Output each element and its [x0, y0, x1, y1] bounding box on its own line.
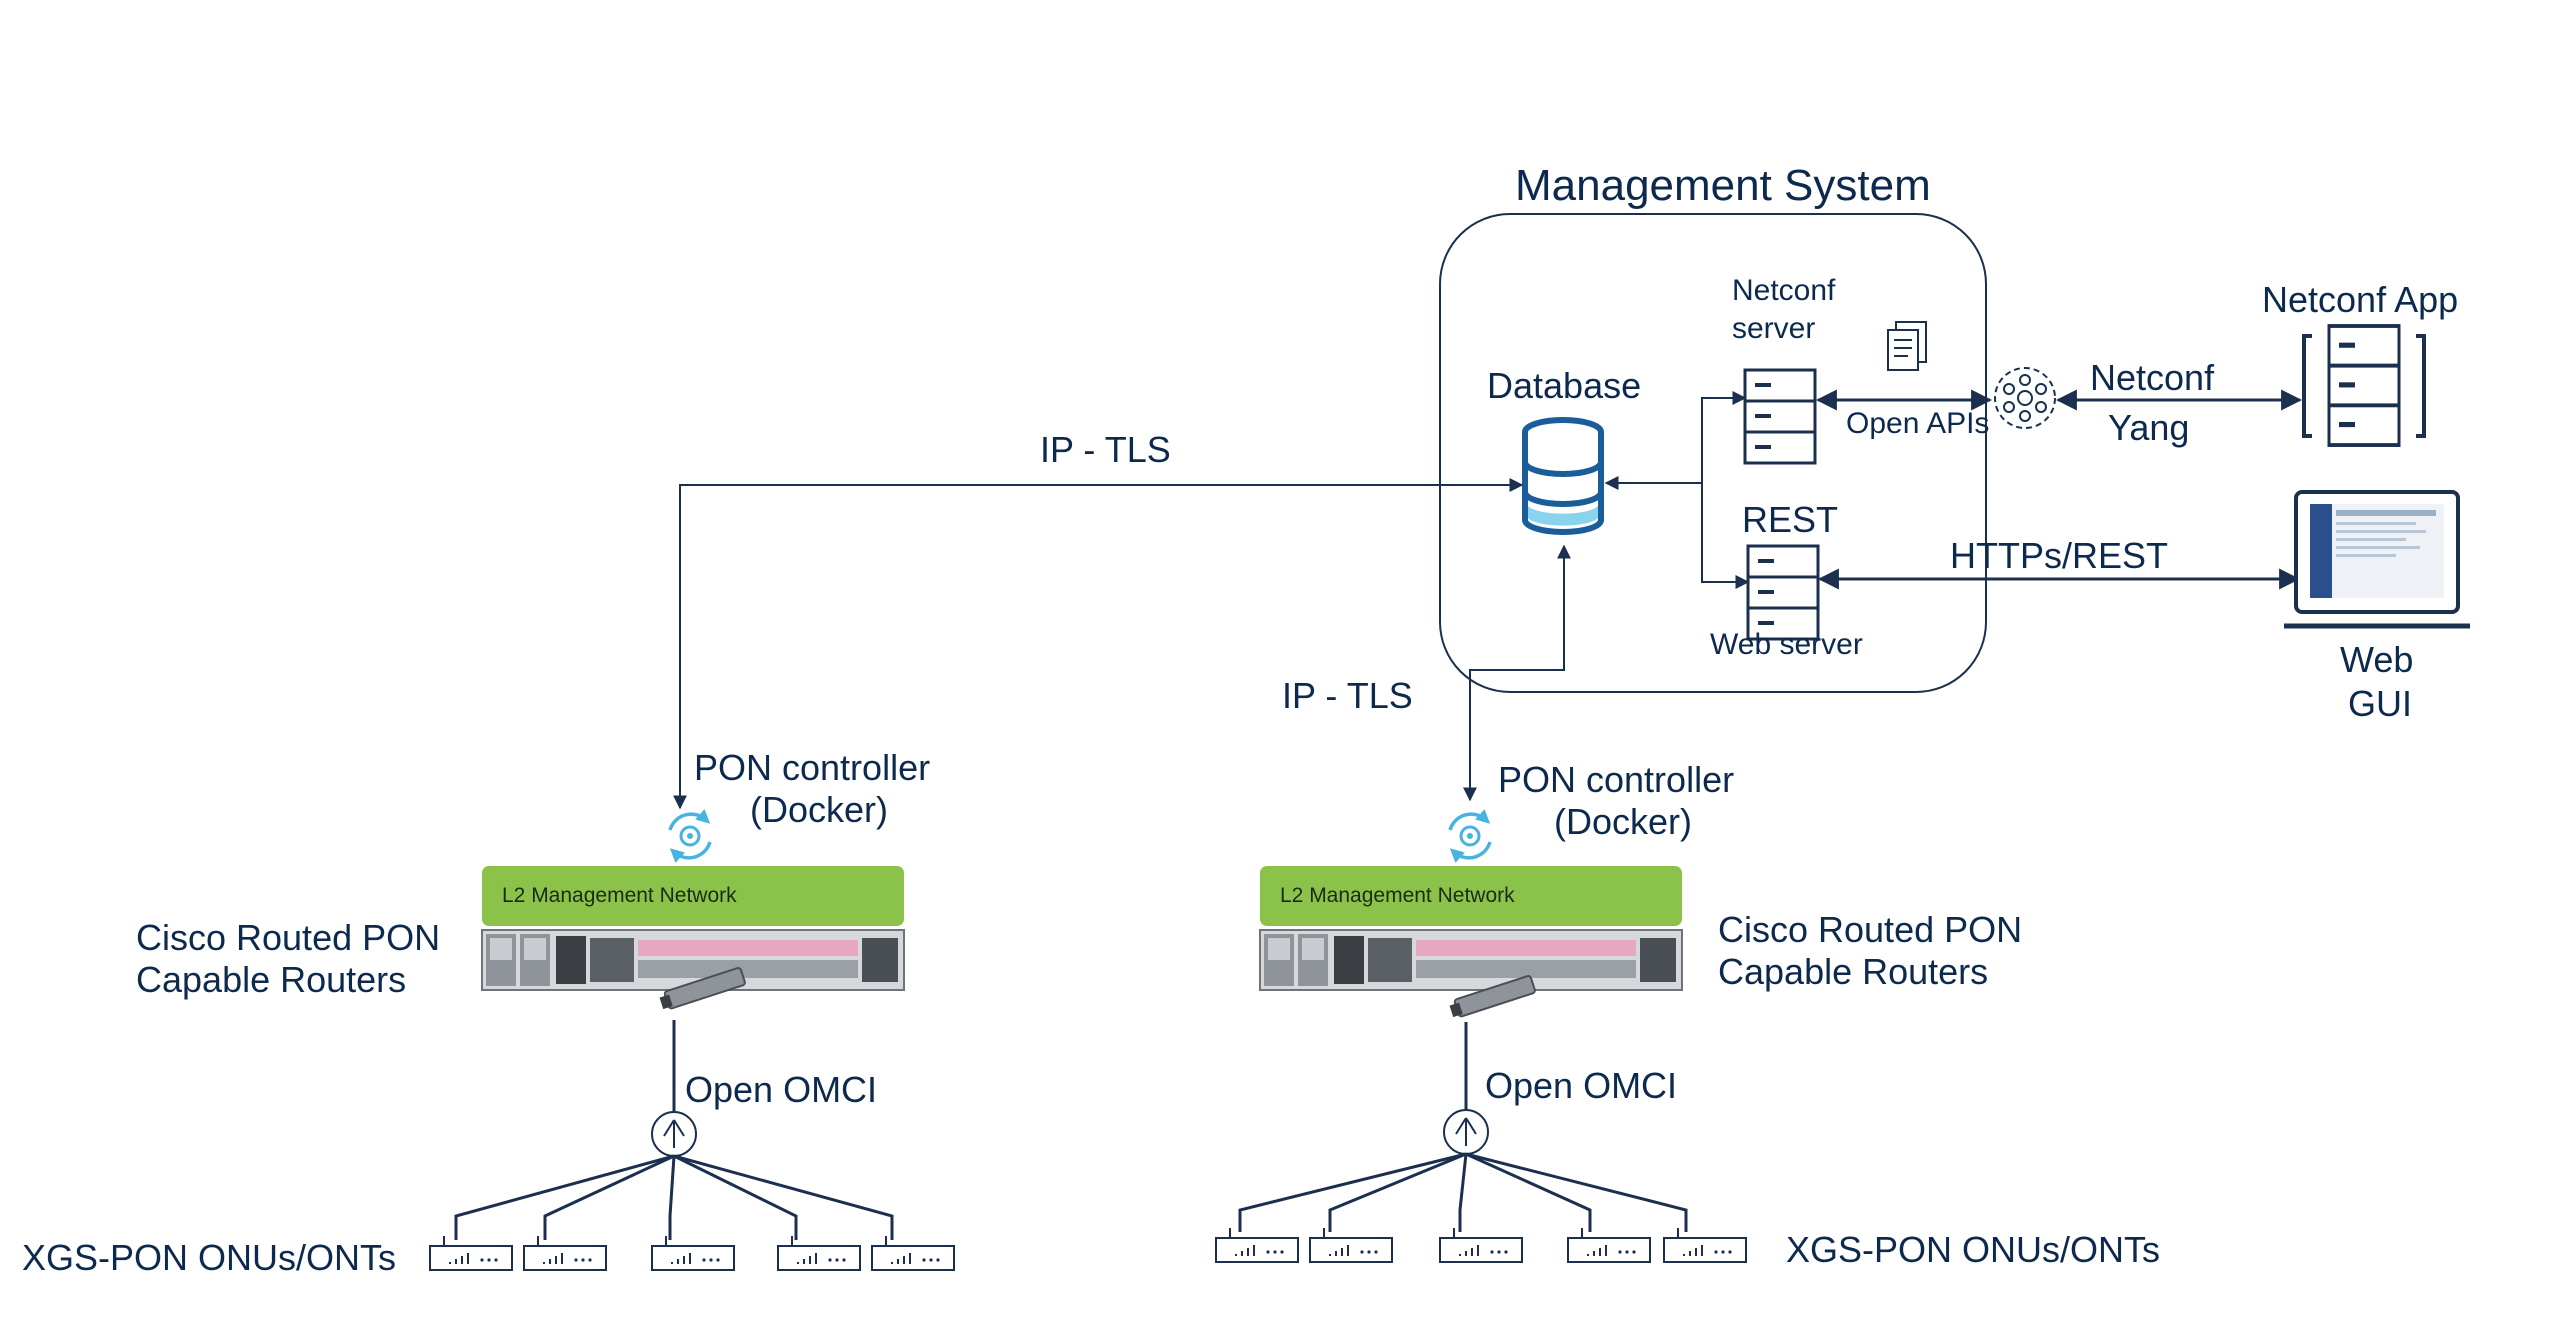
hub-icon	[1994, 367, 2056, 429]
open-apis-label: Open APIs	[1846, 407, 1989, 440]
web-gui-label-1: Web	[2340, 639, 2413, 680]
right-router-label-1: Cisco Routed PON	[1718, 909, 2022, 950]
left-controller-icon	[670, 814, 710, 858]
right-onu-label: XGS-PON ONUs/ONTs	[1786, 1229, 2160, 1270]
netconf-app-title: Netconf App	[2262, 279, 2458, 320]
right-sfp-module-icon	[1449, 975, 1536, 1018]
left-router-chassis	[481, 929, 905, 991]
left-controller-label-2: (Docker)	[750, 789, 888, 830]
right-router-label-2: Capable Routers	[1718, 951, 1988, 992]
right-onu-5	[1663, 1227, 1747, 1263]
right-onu-3	[1439, 1227, 1523, 1263]
document-icon	[1887, 321, 1927, 371]
left-omci-label: Open OMCI	[685, 1069, 877, 1110]
right-controller-label-1: PON controller	[1498, 759, 1734, 800]
right-controller-label-2: (Docker)	[1554, 801, 1692, 842]
right-network-bar	[1260, 866, 1682, 926]
https-rest-label: HTTPs/REST	[1950, 535, 2168, 576]
left-router-label-2: Capable Routers	[136, 959, 406, 1000]
database-icon	[1522, 417, 1604, 535]
db-netconf-link	[1701, 391, 1747, 483]
left-onu-label: XGS-PON ONUs/ONTs	[22, 1237, 396, 1278]
left-network-bar	[482, 866, 904, 926]
web-gui-label-2: GUI	[2348, 683, 2412, 724]
database-label: Database	[1487, 365, 1641, 406]
laptop-icon	[2284, 490, 2470, 629]
netconf-link-label: Netconf	[2090, 357, 2215, 398]
right-fiber-drops	[1238, 1152, 1688, 1232]
left-router-label-1: Cisco Routed PON	[136, 917, 440, 958]
right-router-chassis	[1259, 929, 1683, 991]
left-sfp-module-icon	[659, 967, 746, 1010]
left-ip-tls-link	[673, 478, 1524, 810]
management-system-title: Management System	[1515, 161, 1931, 210]
left-fiber-drops	[454, 1154, 894, 1240]
web-server-label: Web server	[1710, 628, 1863, 661]
right-network-bar-label: L2 Management Network	[1280, 884, 1515, 907]
left-onu-4	[777, 1235, 861, 1271]
netconf-server-icon	[1743, 368, 1817, 465]
left-onu-1	[429, 1235, 513, 1271]
left-onu-5	[871, 1235, 955, 1271]
center-ip-tls-link	[1463, 544, 1571, 802]
db-rest-link	[1701, 483, 1750, 589]
left-splitter-icon	[651, 1111, 697, 1157]
netconf-app-server-icon	[2302, 324, 2426, 447]
right-splitter-icon	[1443, 1109, 1489, 1155]
netconf-server-label-1: Netconf	[1732, 274, 1836, 307]
netconf-server-label-2: server	[1732, 312, 1815, 345]
right-controller-icon	[1450, 814, 1490, 858]
left-ip-tls-label: IP - TLS	[1040, 429, 1171, 470]
right-onu-1	[1215, 1227, 1299, 1263]
yang-link-label: Yang	[2108, 407, 2189, 448]
left-onu-3	[651, 1235, 735, 1271]
left-onu-2	[523, 1235, 607, 1271]
right-omci-label: Open OMCI	[1485, 1065, 1677, 1106]
rest-label: REST	[1742, 499, 1838, 540]
right-onu-2	[1309, 1227, 1393, 1263]
left-network-bar-label: L2 Management Network	[502, 884, 737, 907]
center-ip-tls-label: IP - TLS	[1282, 675, 1413, 716]
left-controller-label-1: PON controller	[694, 747, 930, 788]
management-system-box	[1439, 213, 1987, 693]
web-server-icon	[1746, 544, 1820, 641]
right-onu-4	[1567, 1227, 1651, 1263]
